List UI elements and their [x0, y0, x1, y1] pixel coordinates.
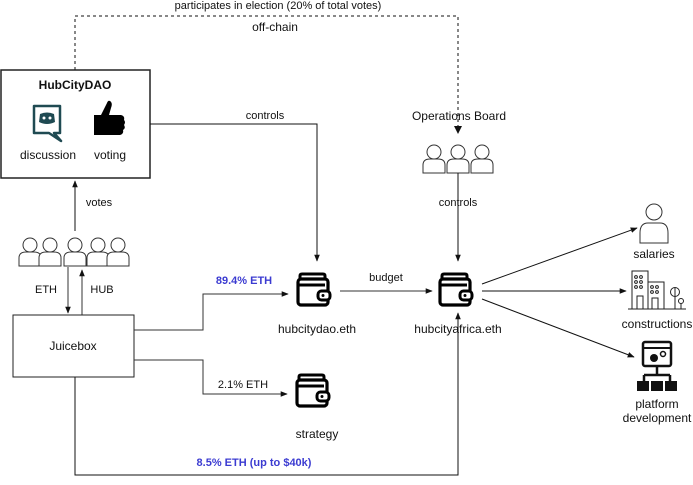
hubcitydao-box[interactable] — [0, 69, 151, 179]
thumbs-up-icon — [94, 100, 125, 135]
split-main-label: 89.4% ETH — [215, 275, 273, 287]
budget-label: budget — [369, 272, 403, 284]
controls-dao-edge — [150, 123, 320, 262]
controls-ops-label: controls — [438, 197, 478, 209]
hub-label: HUB — [90, 284, 114, 296]
salaries-person-icon — [639, 203, 669, 244]
wallet-hubcityafrica-label: hubcityafrica.eth — [414, 322, 502, 336]
juicebox-box[interactable] — [12, 314, 135, 378]
voters-crowd-icon — [18, 237, 130, 267]
voting-label: voting — [93, 148, 127, 162]
platform-edge — [481, 298, 635, 358]
election-edge-label: participates in election (20% of total v… — [174, 0, 382, 12]
salaries-edge — [481, 227, 638, 285]
constructions-label: constructions — [621, 317, 693, 331]
discord-chat-icon — [32, 104, 63, 143]
election-edge — [74, 15, 459, 128]
wallet-hubcitydao-icon[interactable] — [296, 272, 332, 307]
platform-label-line1: platform — [635, 397, 679, 411]
split-main-edge — [134, 291, 289, 331]
wallet-strategy-icon[interactable] — [295, 373, 331, 408]
buildings-icon — [628, 270, 686, 310]
discussion-label: discussion — [19, 148, 77, 162]
votes-label: votes — [85, 197, 113, 209]
offchain-label: off-chain — [252, 20, 298, 34]
split-strategy-edge — [134, 359, 288, 397]
split-africa-edge — [74, 312, 461, 476]
election-arrowhead — [454, 126, 462, 134]
eth-label: ETH — [35, 284, 57, 296]
wallet-hubcitydao-label: hubcitydao.eth — [277, 322, 357, 336]
salaries-label: salaries — [633, 247, 675, 261]
platform-development-icon — [637, 340, 677, 391]
wallet-hubcityafrica-icon[interactable] — [438, 272, 474, 307]
split-strategy-label: 2.1% ETH — [217, 379, 269, 391]
platform-label-line2: development — [622, 411, 692, 425]
controls-dao-label: controls — [245, 110, 285, 122]
juicebox-label: Juicebox — [49, 339, 97, 353]
split-africa-label: 8.5% ETH (up to $40k) — [196, 457, 312, 469]
dao-title: HubCityDAO — [38, 78, 112, 92]
operations-board-icon — [422, 144, 494, 174]
wallet-strategy-label: strategy — [295, 427, 339, 441]
operations-board-label: Operations Board — [411, 109, 507, 123]
